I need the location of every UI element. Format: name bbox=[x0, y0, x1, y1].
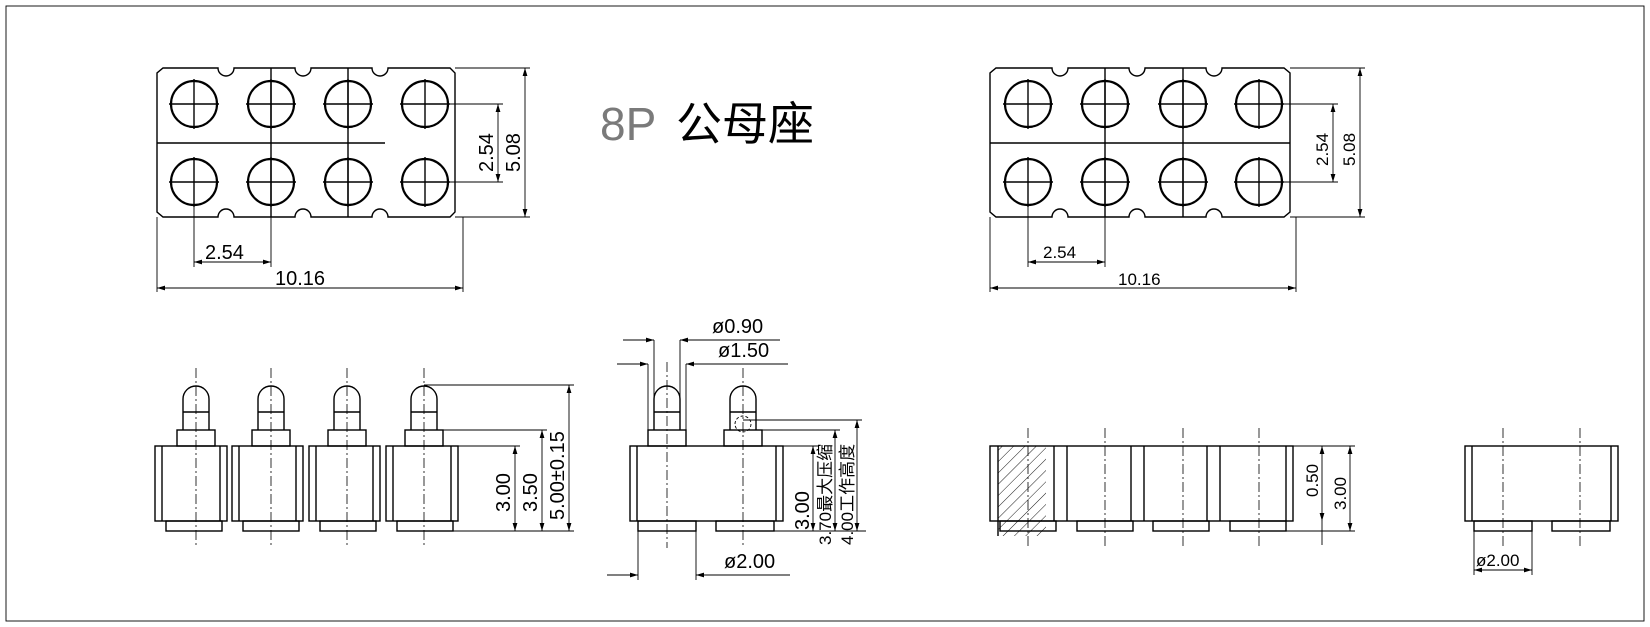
dim-tip-dia: ø0.90 bbox=[712, 316, 763, 338]
dim-body-height: 3.00 bbox=[493, 473, 515, 512]
dim-height-c: 4.00工作高度 bbox=[838, 444, 857, 545]
contact-holes bbox=[169, 79, 450, 207]
dim-length: 10.16 bbox=[275, 268, 325, 290]
dim-total-height: 5.00±0.15 bbox=[547, 431, 569, 520]
dim-width: 5.08 bbox=[503, 133, 525, 172]
top-view-male: 2.54 10.16 2.54 5.08 bbox=[156, 67, 530, 292]
dim-plunger-step: 3.50 bbox=[520, 473, 542, 512]
dim-pitch: 2.54 bbox=[205, 242, 244, 264]
dim-row-pitch: 2.54 bbox=[1313, 133, 1332, 166]
section-hatch bbox=[998, 446, 1046, 536]
dim-barrel-dia: ø1.50 bbox=[718, 340, 769, 362]
dim-length: 10.16 bbox=[1118, 270, 1161, 289]
contact-holes bbox=[1003, 79, 1284, 207]
dim-row-pitch: 2.54 bbox=[476, 133, 498, 172]
dim-female-base-dia: ø2.00 bbox=[1476, 551, 1519, 570]
end-view-female: ø2.00 bbox=[1464, 428, 1619, 575]
dim-pitch: 2.54 bbox=[1043, 243, 1076, 262]
top-view-female: 2.54 10.16 2.54 5.08 bbox=[989, 67, 1365, 292]
title: 8P 公母座 bbox=[600, 98, 814, 150]
dim-height-a: 3.00 bbox=[792, 491, 814, 530]
dim-height-b: 3.70最大压缩 bbox=[816, 444, 835, 545]
drawing-frame bbox=[5, 5, 1645, 622]
dim-base-dia: ø2.00 bbox=[724, 551, 775, 573]
side-view-male: 3.00 3.50 5.00±0.15 bbox=[154, 368, 574, 548]
section-view-male: ø0.90 ø1.50 ø2.00 3.00 3.70最大压缩 4.00工作高度 bbox=[607, 316, 866, 580]
dim-female-height: 3.00 bbox=[1331, 477, 1350, 510]
pins bbox=[176, 385, 444, 447]
title-code: 8P bbox=[600, 98, 656, 150]
title-name: 公母座 bbox=[676, 98, 814, 150]
dim-width: 5.08 bbox=[1340, 133, 1359, 166]
dim-offset: 0.50 bbox=[1303, 464, 1322, 497]
side-view-female: 0.50 3.00 bbox=[989, 428, 1355, 548]
